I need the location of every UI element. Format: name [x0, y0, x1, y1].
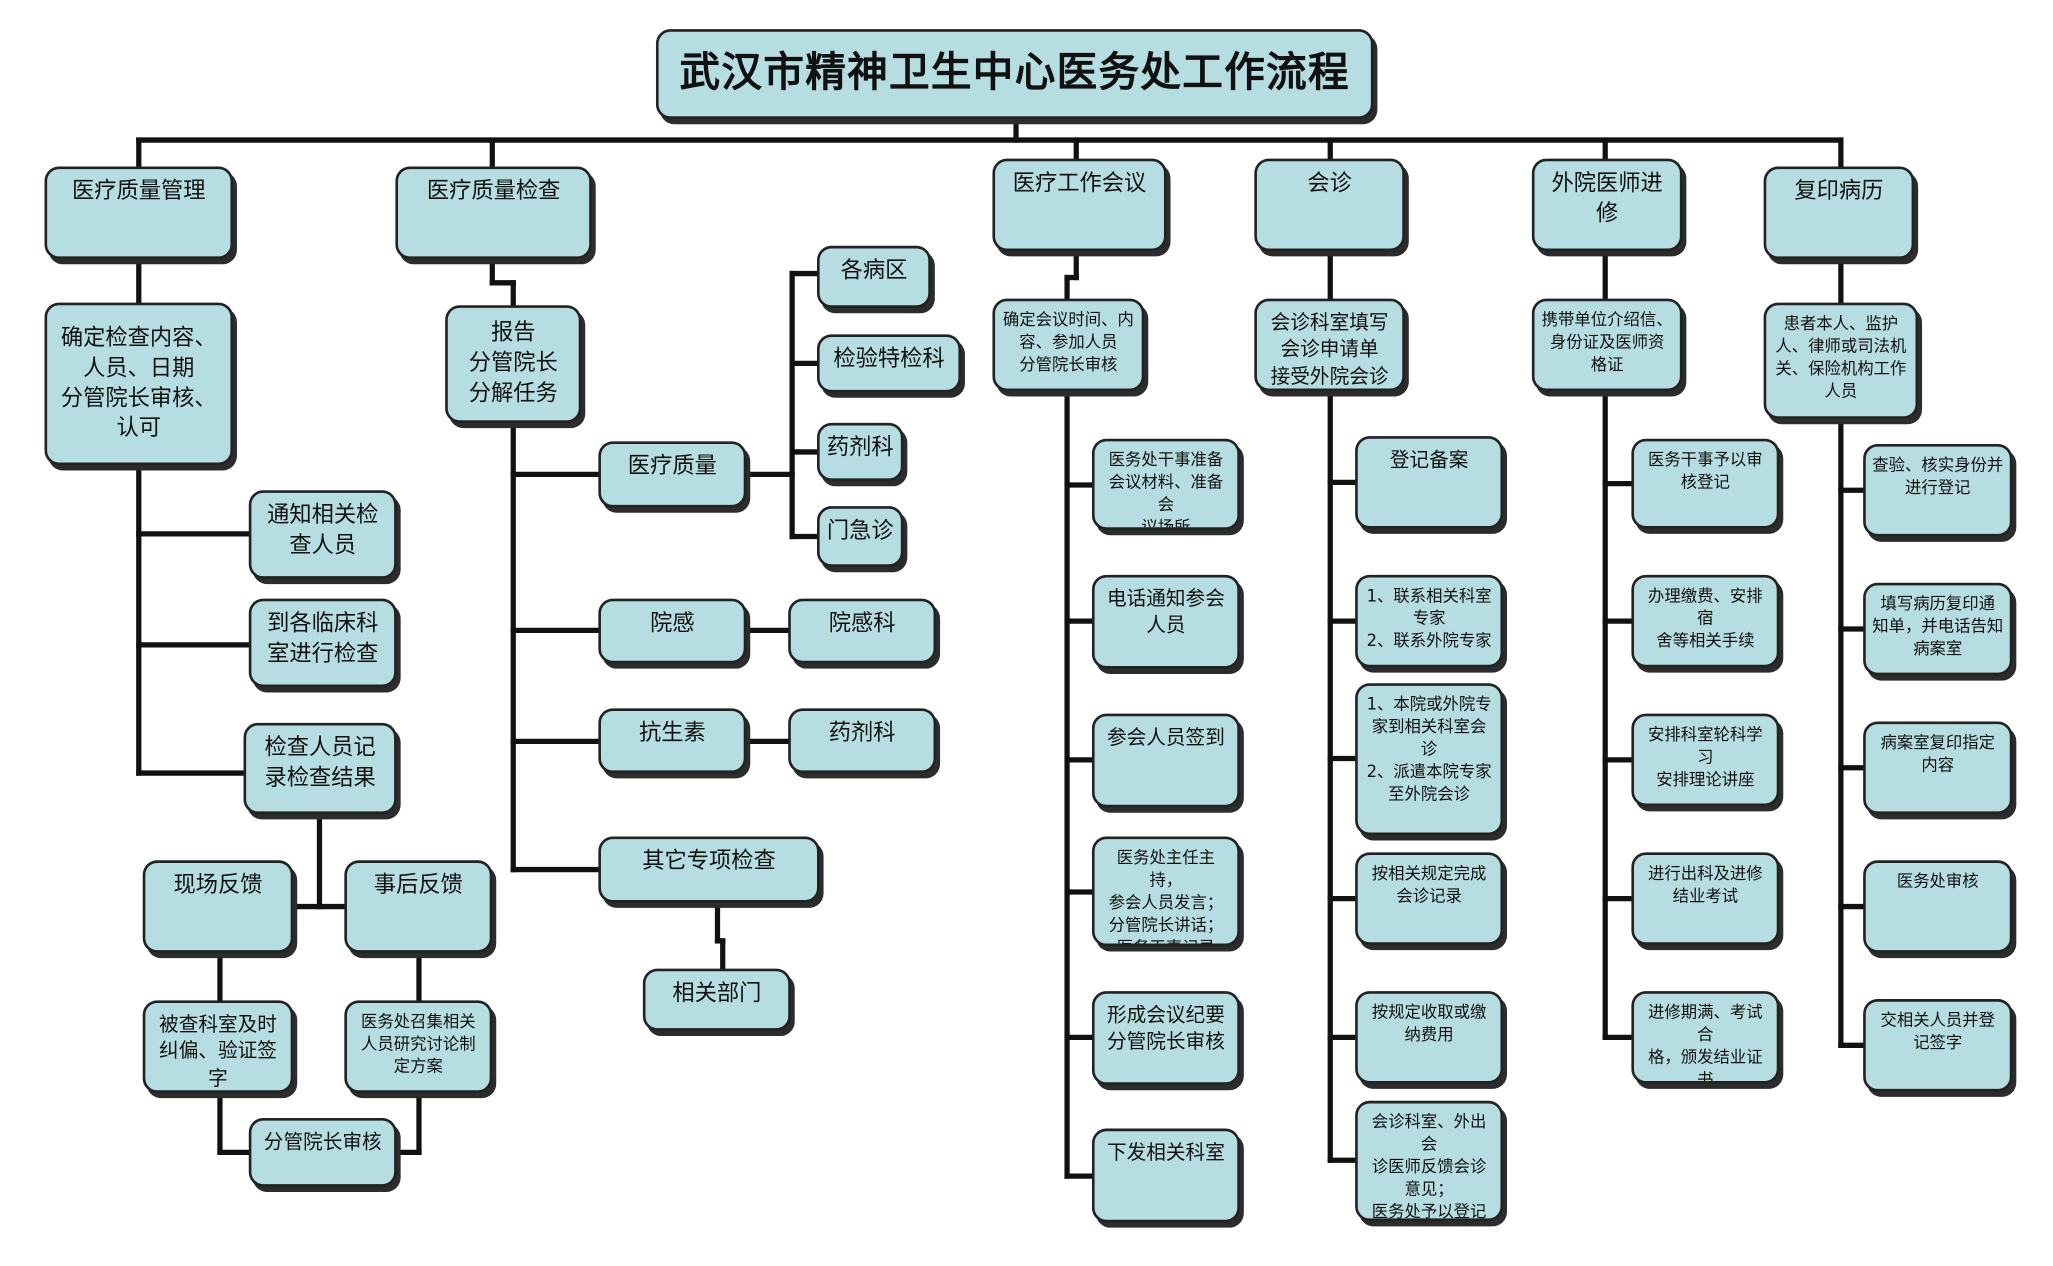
consult-step-visit: 1、本院或外院专 家到相关科室会 诊 2、派遣本院专家 至外院会诊	[1355, 683, 1504, 836]
item-other-special: 其它专项检查	[598, 836, 820, 903]
training-step-exam: 进行出科及进修 结业考试	[1631, 852, 1780, 945]
item-medical-quality: 医疗质量	[598, 441, 747, 508]
feedback-after: 事后反馈	[344, 860, 493, 953]
records-first: 患者本人、监护 人、律师或司法机 关、保险机构工作 人员	[1763, 302, 1919, 419]
final-deputy-review: 分管院长审核	[248, 1117, 397, 1187]
header-work-meeting: 医疗工作会议	[992, 158, 1167, 252]
records-step-fill-notice: 填写病历复印通 知单，并电话告知 病案室	[1863, 582, 2013, 676]
records-step-review: 医务处审核	[1863, 860, 2013, 953]
item-infection-control: 院感	[598, 598, 747, 664]
consult-step-record: 按相关规定完成 会诊记录	[1355, 852, 1504, 945]
training-step-verify: 医务干事予以审 核登记	[1631, 438, 1780, 529]
feedback-onsite: 现场反馈	[142, 860, 294, 953]
records-step-verify-identity: 查验、核实身份并 进行登记	[1863, 444, 2013, 537]
step-record-results: 检查人员记 录检查结果	[243, 722, 397, 815]
header-external-training: 外院医师进 修	[1531, 158, 1683, 252]
header-quality-inspection: 医疗质量检查	[395, 166, 592, 260]
step-inspect-departments: 到各临床科 室进行检查	[248, 598, 397, 688]
sub-wards: 各病区	[817, 245, 931, 308]
meeting-step-distribute: 下发相关科室	[1091, 1128, 1240, 1223]
header-consultation: 会诊	[1254, 158, 1405, 252]
result-after-plan: 医务处召集相关 人员研究讨论制 定方案	[344, 1000, 493, 1093]
step-notify-inspectors: 通知相关检 查人员	[248, 490, 397, 579]
consult-first: 会诊科室填写 会诊申请单 接受外院会诊	[1254, 298, 1405, 392]
sub-pharmacy-antibiotics: 药剂科	[788, 708, 937, 774]
header-quality-management: 医疗质量管理	[44, 166, 234, 260]
meeting-step-minutes: 形成会议纪要 分管院长审核	[1091, 991, 1240, 1085]
records-step-copy: 病案室复印指定 内容	[1863, 721, 2013, 815]
step-define-inspection: 确定检查内容、 人员、日期 分管院长审核、 认可	[44, 302, 234, 466]
sub-infection-dept: 院感科	[788, 598, 937, 664]
header-copy-records: 复印病历	[1763, 166, 1915, 260]
meeting-step-notify: 电话通知参会 人员	[1091, 574, 1240, 669]
meeting-step-prepare: 医务处干事准备 会议材料、准备会 议场所	[1091, 438, 1240, 530]
sub-lab-special: 检验特检科	[817, 334, 962, 393]
consult-step-contact: 1、联系相关科室 专家 2、联系外院专家	[1355, 574, 1504, 668]
sub-related-depts: 相关部门	[642, 968, 791, 1031]
meeting-first: 确定会议时间、内 容、参加人员 分管院长审核	[992, 298, 1145, 392]
sub-emergency: 门急诊	[817, 506, 904, 567]
meeting-step-signin: 参会人员签到	[1091, 713, 1240, 808]
sub-pharmacy: 药剂科	[817, 422, 904, 482]
consult-step-fees: 按规定收取或缴 纳费用	[1355, 991, 1504, 1084]
training-first: 携带单位介绍信、 身份证及医师资 格证	[1531, 298, 1683, 392]
meeting-step-host: 医务处主任主持， 参会人员发言； 分管院长讲话； 医务干事记录	[1091, 836, 1240, 947]
training-step-rotation: 安排科室轮科学 习 安排理论讲座	[1631, 713, 1780, 807]
result-onsite-correction: 被查科室及时 纠偏、验证签字	[142, 1000, 294, 1093]
diagram-title: 武汉市精神卫生中心医务处工作流程	[655, 29, 1374, 119]
records-step-handover: 交相关人员并登 记签字	[1863, 999, 2013, 1092]
consult-step-register: 登记备案	[1355, 436, 1504, 529]
step-report-assign: 报告 分管院长 分解任务	[445, 305, 582, 423]
item-antibiotics: 抗生素	[598, 708, 747, 774]
training-step-certificate: 进修期满、考试合 格，颁发结业证书	[1631, 991, 1780, 1084]
training-step-fees: 办理缴费、安排宿 舍等相关手续	[1631, 574, 1780, 668]
consult-step-feedback: 会诊科室、外出会 诊医师反馈会诊 意见； 医务处予以登记	[1355, 1100, 1504, 1222]
